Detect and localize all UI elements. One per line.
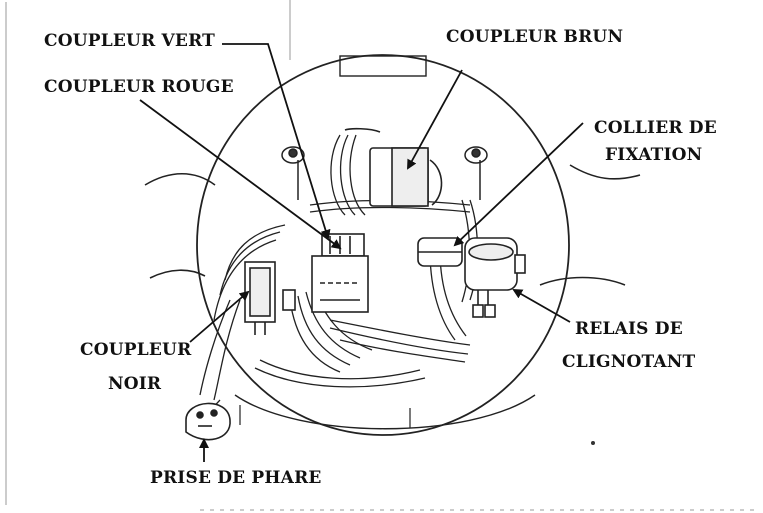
- label-coupleur-noir-line1: COUPLEUR: [80, 340, 192, 360]
- wire-harness: [199, 134, 479, 431]
- coupleur-noir-block: [244, 261, 296, 335]
- coupleur-central-block: [311, 233, 369, 313]
- label-collier-line2: FIXATION: [605, 145, 703, 165]
- housing: [196, 54, 570, 436]
- label-coupleur-brun: COUPLEUR BRUN: [446, 27, 624, 47]
- label-coupleur-rouge: COUPLEUR ROUGE: [44, 77, 234, 97]
- label-prise-de-phare: PRISE DE PHARE: [150, 468, 322, 488]
- label-collier-line1: COLLIER DE: [594, 118, 717, 138]
- label-coupleur-vert: COUPLEUR VERT: [44, 31, 215, 51]
- label-coupleur-noir-line2: NOIR: [108, 374, 162, 394]
- collier-block: [417, 237, 463, 267]
- mounting-screws: [281, 146, 488, 200]
- coupleur-brun-block: [344, 127, 443, 207]
- label-relais-line2: CLIGNOTANT: [562, 352, 696, 372]
- prise-phare-block: [185, 402, 231, 441]
- side-arcs: [144, 164, 641, 286]
- frame-lines: [5, 0, 760, 511]
- label-relais-line1: RELAIS DE: [575, 319, 683, 339]
- relais-block: [464, 237, 526, 318]
- leader-lines: [139, 43, 584, 462]
